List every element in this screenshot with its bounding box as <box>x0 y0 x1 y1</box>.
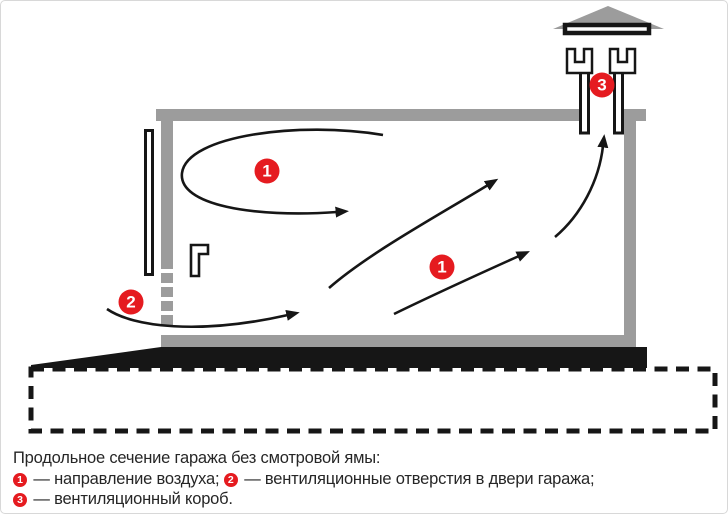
badge-door-vents: 2 <box>118 289 144 315</box>
garage-right-wall <box>624 109 636 347</box>
svg-text:1: 1 <box>437 258 446 277</box>
svg-text:3: 3 <box>597 76 606 95</box>
svg-text:1: 1 <box>262 162 271 181</box>
caption-title: Продольное сечение гаража без смотровой … <box>13 449 381 467</box>
duct-cap <box>553 6 664 36</box>
door-vent-deflector <box>189 243 210 278</box>
vent-duct <box>565 47 637 135</box>
badge-airflow-upper: 1 <box>254 158 280 184</box>
legend-text-2: — вентиляционные отверстия в двери гараж… <box>244 469 595 488</box>
legend-badge-3: 3 <box>13 493 27 507</box>
legend-badge-2: 2 <box>223 472 238 487</box>
legend-text-1: — направление воздуха; <box>33 469 220 488</box>
foundation-outline-dashed <box>28 366 718 434</box>
badge-vent-duct: 3 <box>589 72 615 98</box>
garage-door-wall <box>161 109 173 269</box>
svg-text:2: 2 <box>126 293 135 312</box>
door-leaf <box>144 129 154 276</box>
garage-section-diagram: 1 1 2 3 <box>28 6 718 434</box>
airflow-arrows <box>106 128 609 329</box>
airflow-arrow-diagonal-long <box>328 178 499 289</box>
airflow-arrow-to-duct <box>554 134 609 238</box>
caption: Продольное сечение гаража без смотровой … <box>13 448 595 510</box>
airflow-arrow-diagonal-short <box>393 251 530 316</box>
caption-legend-line-1: 1 — направление воздуха; 2 — вентиляцион… <box>13 469 595 490</box>
caption-legend-line-2: 3 — вентиляционный короб. <box>13 489 594 510</box>
foundation-slab <box>31 347 647 368</box>
legend-text-3: — вентиляционный короб. <box>33 490 233 508</box>
legend-badge-1: 1 <box>13 472 27 487</box>
door-vent-holes <box>161 273 173 325</box>
airflow-arrow-through-door <box>106 307 300 329</box>
badge-airflow-lower: 1 <box>429 254 455 280</box>
garage-roof-left <box>156 109 579 121</box>
airflow-arrow-loop <box>180 128 384 218</box>
garage-floor <box>161 335 636 347</box>
